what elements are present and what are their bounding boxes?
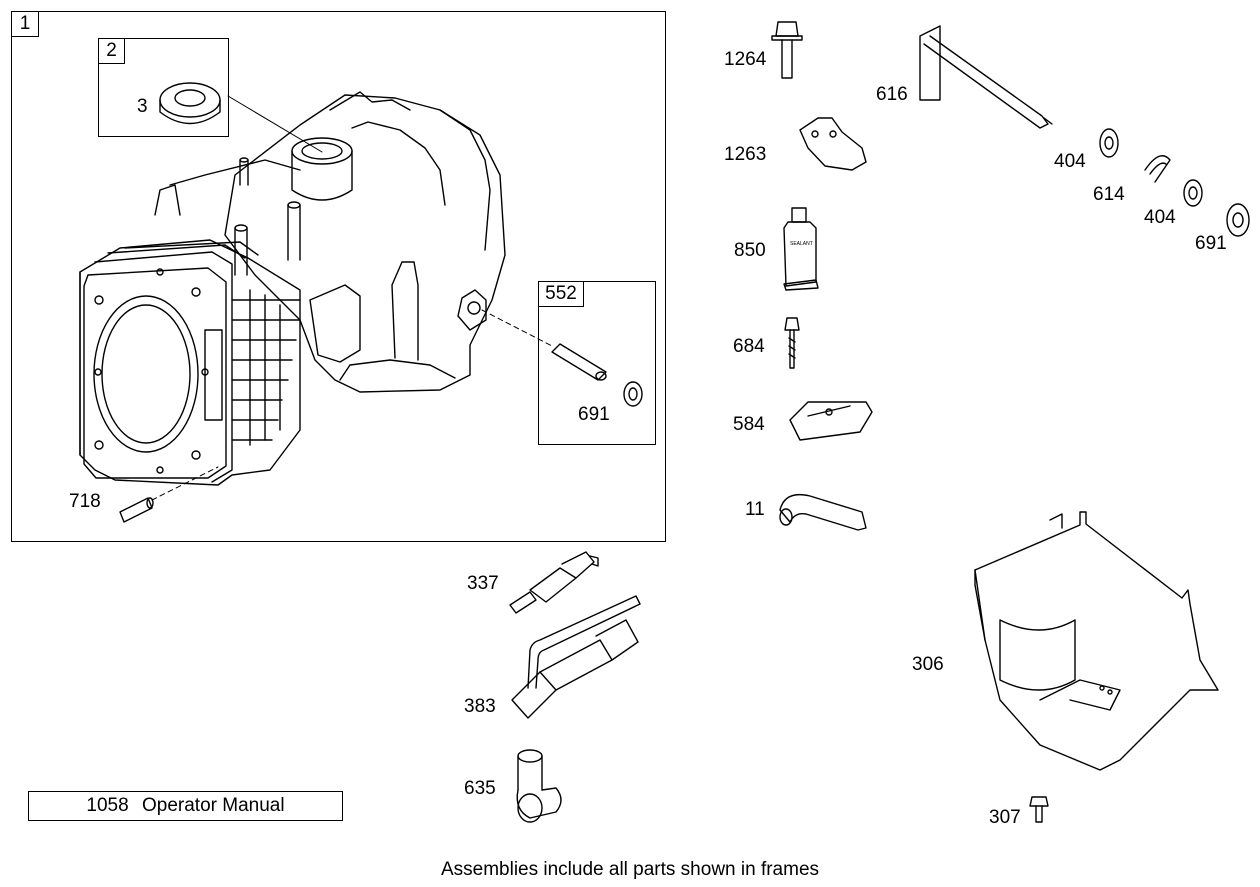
screw-307-drawing (1029, 796, 1049, 823)
bolt-1264-drawing (771, 21, 803, 79)
part-label-337: 337 (467, 573, 499, 594)
shroud-306-drawing (974, 511, 1219, 771)
engine-block-drawing (79, 91, 506, 523)
part-label-850: 850 (734, 240, 766, 261)
plate-1263-drawing (799, 117, 867, 171)
part-label-616: 616 (876, 84, 908, 105)
frame-label-engine-block: 1 (11, 11, 39, 37)
spark-plug-337-drawing (509, 551, 599, 614)
part-label-718: 718 (69, 491, 101, 512)
manual-part-number: 1058 (86, 795, 129, 816)
part-label-307: 307 (989, 807, 1021, 828)
svg-text:SEALANT: SEALANT (790, 241, 813, 247)
part-label-11: 11 (745, 499, 765, 520)
wrench-383-drawing (511, 595, 641, 719)
leader-lines (151, 309, 553, 501)
tube-11-drawing (779, 493, 867, 531)
part-label-1264: 1264 (724, 49, 767, 70)
part-label-404-b: 404 (1144, 207, 1176, 228)
part-label-691-frame: 691 (578, 404, 610, 425)
sealant-850-drawing: SEALANT (783, 207, 819, 291)
part-label-404-a: 404 (1054, 151, 1086, 172)
washer-691-drawing (1226, 203, 1250, 237)
operator-manual-box: 1058 Operator Manual (28, 791, 343, 821)
frame-pin-kit (538, 281, 656, 445)
part-label-635: 635 (464, 778, 496, 799)
clip-614-drawing (1144, 155, 1171, 183)
frame-label-pin-kit: 552 (538, 281, 584, 307)
elbow-635-drawing (516, 749, 562, 823)
part-label-306: 306 (912, 654, 944, 675)
shaft-616-drawing (919, 25, 1053, 129)
part-label-1263: 1263 (724, 144, 767, 165)
bearing-seal-drawing (159, 82, 221, 125)
part-label-691: 691 (1195, 233, 1227, 254)
frames-caption: Assemblies include all parts shown in fr… (440, 859, 820, 880)
manual-title: Operator Manual (141, 795, 285, 816)
washer-404a-drawing (1099, 128, 1119, 158)
pin-kit-drawing (551, 343, 643, 407)
frame-bearing-kit (98, 38, 229, 137)
screw-684-drawing (784, 317, 800, 369)
frame-label-bearing-kit: 2 (98, 38, 125, 64)
part-label-614: 614 (1093, 184, 1125, 205)
part-label-584: 584 (733, 414, 765, 435)
part-label-3: 3 (137, 96, 148, 117)
part-label-383: 383 (464, 696, 496, 717)
washer-404b-drawing (1183, 179, 1203, 207)
cover-584-drawing (789, 401, 873, 441)
frame-engine-block (11, 11, 666, 542)
part-label-684: 684 (733, 336, 765, 357)
